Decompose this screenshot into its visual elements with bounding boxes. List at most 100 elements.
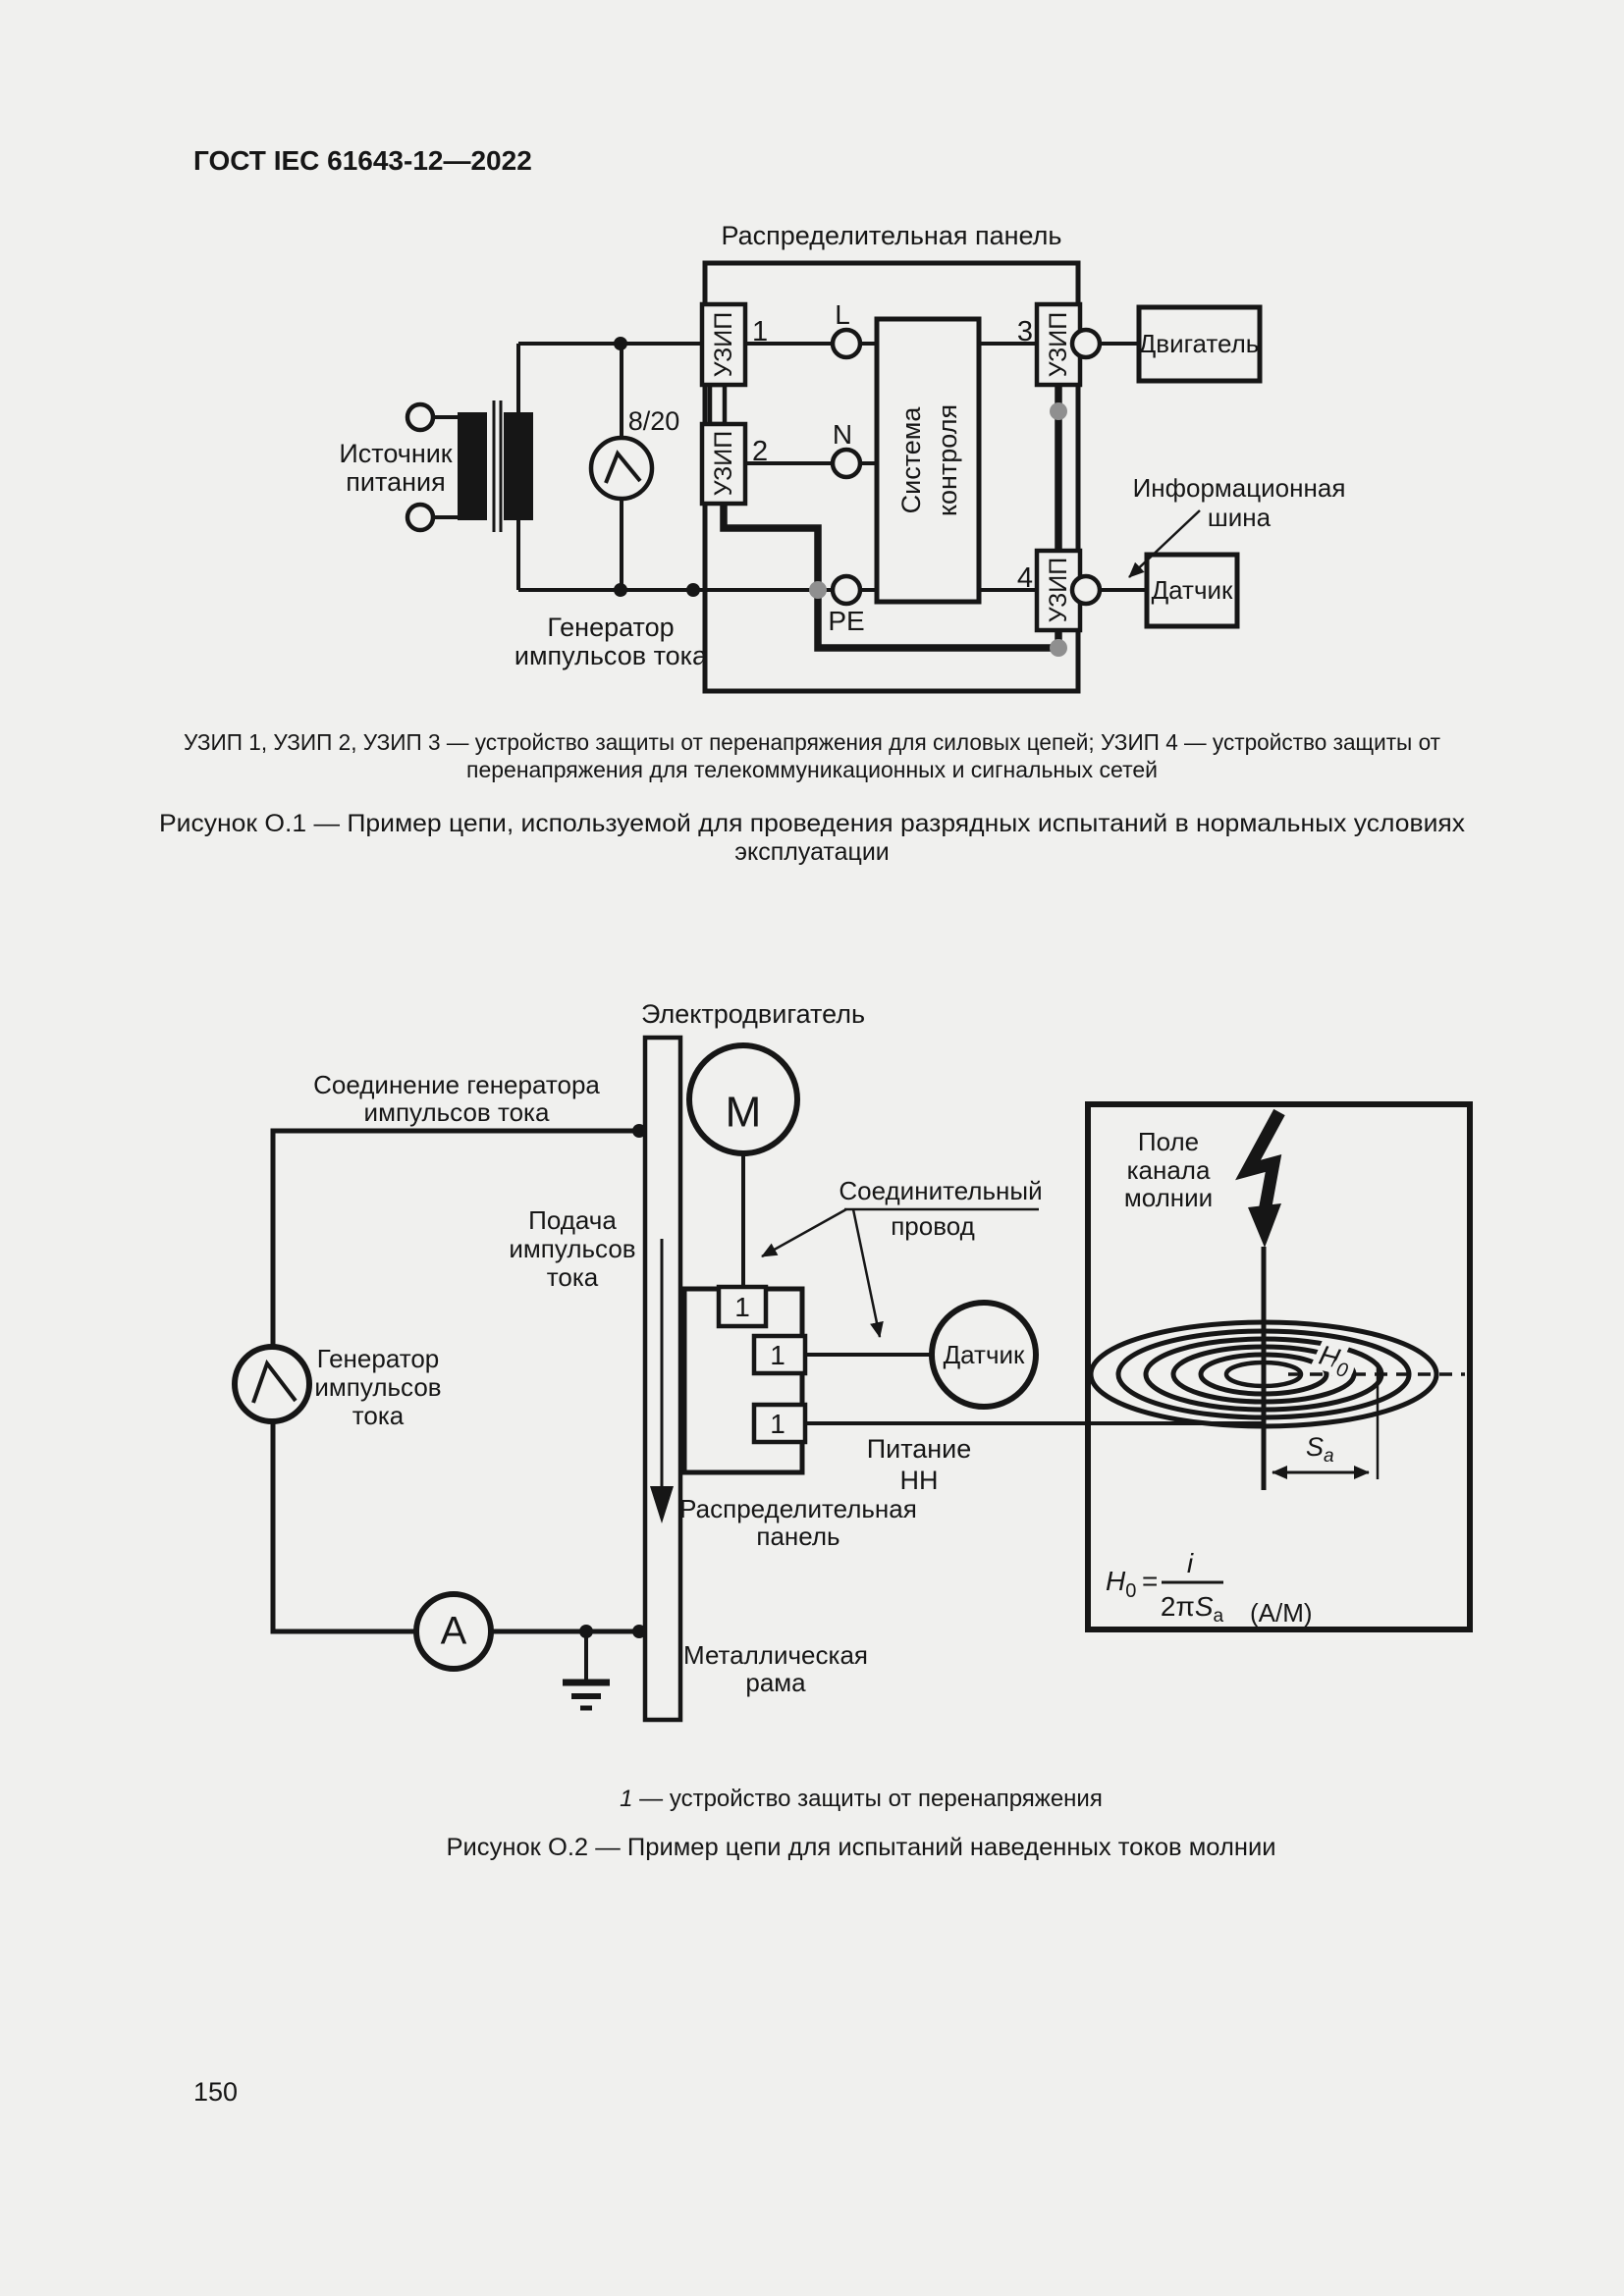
fig1-power-source: Источник питания bbox=[339, 401, 453, 533]
fig1-caption-line1: Рисунок О.1 — Пример цепи, используемой … bbox=[159, 810, 1466, 837]
formula-lhs: H0 bbox=[1106, 1566, 1136, 1602]
fig2-caption: Рисунок О.2 — Пример цепи для испытаний … bbox=[447, 1834, 1276, 1861]
figure-2-diagram: Электродвигатель М Соединение генератора… bbox=[232, 999, 1473, 1723]
fig1-power-source-label-line2: питания bbox=[346, 467, 445, 497]
fig1-spd1-box bbox=[699, 301, 748, 388]
fig2-impulse-feed-line2: импульсов bbox=[509, 1234, 635, 1263]
fig2-connecting-wire-arrow-left bbox=[761, 1207, 847, 1258]
fig1-info-bus-label-line1: Информационная bbox=[1133, 473, 1346, 503]
fig1-terminal-PE bbox=[830, 573, 863, 607]
fig1-info-bus-label-line2: шина bbox=[1208, 503, 1272, 532]
fig1-spd3-output-terminal bbox=[1069, 327, 1103, 360]
fig1-spd2-number: 2 bbox=[752, 436, 768, 467]
fig2-spd-box-bottom bbox=[751, 1402, 808, 1445]
fig1-terminal-N-label: N bbox=[833, 419, 852, 450]
fig2-sa-dimension-label: Sa bbox=[1306, 1432, 1334, 1467]
fig2-frame-label-line2: рама bbox=[745, 1668, 806, 1697]
fig1-control-system-box bbox=[874, 316, 982, 605]
fig1-legend-line2: перенапряжения для телекоммуникационных … bbox=[466, 757, 1158, 782]
fig1-impulse-waveform-icon bbox=[604, 450, 642, 484]
fig1-impulse-generator-symbol bbox=[588, 435, 655, 502]
fig1-waveform-820-label: 8/20 bbox=[628, 406, 680, 436]
fig1-spd2-text: УЗИП bbox=[710, 431, 737, 496]
fig2-connecting-wire-line2: провод bbox=[891, 1211, 975, 1241]
fig1-info-bus-leader-arrow bbox=[1128, 509, 1201, 578]
fig1-motor-box bbox=[1136, 304, 1263, 384]
fig1-generator-label-line2: импульсов тока bbox=[514, 641, 708, 670]
fig2-impulse-generator-symbol bbox=[232, 1344, 312, 1424]
page-number: 150 bbox=[193, 2077, 238, 2107]
fig1-spd3-text: УЗИП bbox=[1045, 312, 1072, 377]
fig1-pe-bond-path bbox=[720, 504, 1062, 652]
fig1-spd4-output-terminal bbox=[1069, 573, 1103, 607]
fig1-terminal-N bbox=[830, 447, 863, 480]
fig2-sensor-circle bbox=[929, 1300, 1039, 1410]
fig2-h0-formula: H0 = i 2πSa (А/М) bbox=[1106, 1548, 1313, 1628]
fig1-sensor-box bbox=[1144, 552, 1240, 629]
fig2-frame-label-line1: Металлическая bbox=[683, 1640, 868, 1670]
figure-1-diagram: Распределительная панель Источник питани… bbox=[339, 221, 1346, 694]
fig2-lv-supply-line1: Питание bbox=[867, 1434, 972, 1464]
fig2-spd-bottom-number: 1 bbox=[770, 1409, 785, 1439]
fig2-generator-label-line1: Генератор bbox=[317, 1344, 440, 1373]
fig2-field-label-line1: Поле bbox=[1138, 1127, 1199, 1156]
fig2-sensor-label: Датчик bbox=[944, 1340, 1025, 1369]
fig2-generator-connection-line1: Соединение генератора bbox=[313, 1070, 600, 1099]
fig1-spd1-spd2-connector bbox=[707, 382, 728, 427]
fig1-junction-dot bbox=[614, 583, 627, 597]
fig2-connecting-wire-arrow-right bbox=[851, 1208, 884, 1338]
fig2-junction-dot bbox=[579, 1625, 593, 1638]
fig2-legend: 1 — устройство защиты от перенапряжения bbox=[620, 1786, 1103, 1812]
fig2-lightning-bolt-icon bbox=[1235, 1108, 1285, 1213]
fig2-frame-current-arrowhead bbox=[650, 1486, 674, 1523]
fig2-ammeter-symbol: А bbox=[441, 1610, 467, 1653]
fig2-motor-circle bbox=[686, 1042, 800, 1156]
formula-numerator: i bbox=[1187, 1548, 1194, 1578]
fig2-field-label-line3: молнии bbox=[1124, 1183, 1213, 1212]
fig2-generator-label-line2: импульсов bbox=[314, 1372, 441, 1402]
fig1-junction-dot bbox=[614, 337, 627, 350]
fig2-lv-supply-line2: НН bbox=[900, 1466, 939, 1495]
fig1-spd3-junction-dot bbox=[1050, 402, 1067, 420]
fig1-spd4-bond-junction-dot bbox=[1050, 639, 1067, 657]
fig2-field-label-line2: канала bbox=[1127, 1155, 1211, 1185]
fig2-spd-top-number: 1 bbox=[734, 1292, 750, 1322]
fig1-generator-label-line1: Генератор bbox=[547, 613, 674, 642]
fig2-panel-label-line1: Распределительная bbox=[679, 1494, 917, 1523]
fig1-distribution-panel-label: Распределительная панель bbox=[722, 221, 1062, 250]
fig1-control-system-line2: контроля bbox=[933, 404, 962, 516]
fig2-connecting-wire-line1: Соединительный bbox=[839, 1176, 1042, 1205]
fig1-source-terminal-bottom bbox=[405, 502, 436, 533]
fig1-spd4-text: УЗИП bbox=[1045, 558, 1072, 622]
fig1-spd1-number: 1 bbox=[752, 316, 768, 347]
fig2-junction-dot bbox=[632, 1625, 646, 1638]
fig2-impulse-feed-line1: Подача bbox=[528, 1205, 617, 1235]
fig1-spd3-number: 3 bbox=[1017, 316, 1033, 347]
fig2-spd-box-middle bbox=[751, 1333, 808, 1376]
fig1-pe-junction-dot bbox=[809, 581, 827, 599]
fig2-ammeter-circle bbox=[413, 1591, 494, 1672]
formula-denominator: 2πSa bbox=[1161, 1591, 1224, 1627]
fig2-panel-label-line2: панель bbox=[756, 1522, 839, 1551]
fig2-motor-symbol: М bbox=[726, 1089, 762, 1137]
page-header: ГОСТ IEC 61643-12—2022 bbox=[193, 145, 532, 176]
fig1-transformer-symbol bbox=[458, 400, 533, 532]
fig1-legend-line1: УЗИП 1, УЗИП 2, УЗИП 3 — устройство защи… bbox=[184, 729, 1440, 755]
fig1-spd2-box bbox=[699, 421, 748, 507]
fig2-motor-label: Электродвигатель bbox=[641, 999, 865, 1029]
fig1-motor-label: Двигатель bbox=[1139, 329, 1260, 358]
fig2-generator-label-line3: тока bbox=[352, 1401, 405, 1430]
fig1-terminal-L-label: L bbox=[835, 299, 850, 330]
fig1-power-source-label-line1: Источник bbox=[339, 439, 452, 468]
fig2-impulse-waveform-icon bbox=[251, 1359, 298, 1404]
fig1-caption-line2: эксплуатации bbox=[734, 838, 890, 866]
fig1-terminal-PE-label: PE bbox=[828, 606, 864, 636]
fig2-spd-middle-number: 1 bbox=[770, 1340, 785, 1370]
fig2-junction-dot bbox=[632, 1124, 646, 1138]
fig1-sensor-label: Датчик bbox=[1152, 575, 1233, 605]
fig2-lightning-field-box bbox=[1085, 1101, 1473, 1632]
formula-equals: = bbox=[1142, 1566, 1158, 1596]
fig2-spd-box-top bbox=[716, 1284, 769, 1329]
